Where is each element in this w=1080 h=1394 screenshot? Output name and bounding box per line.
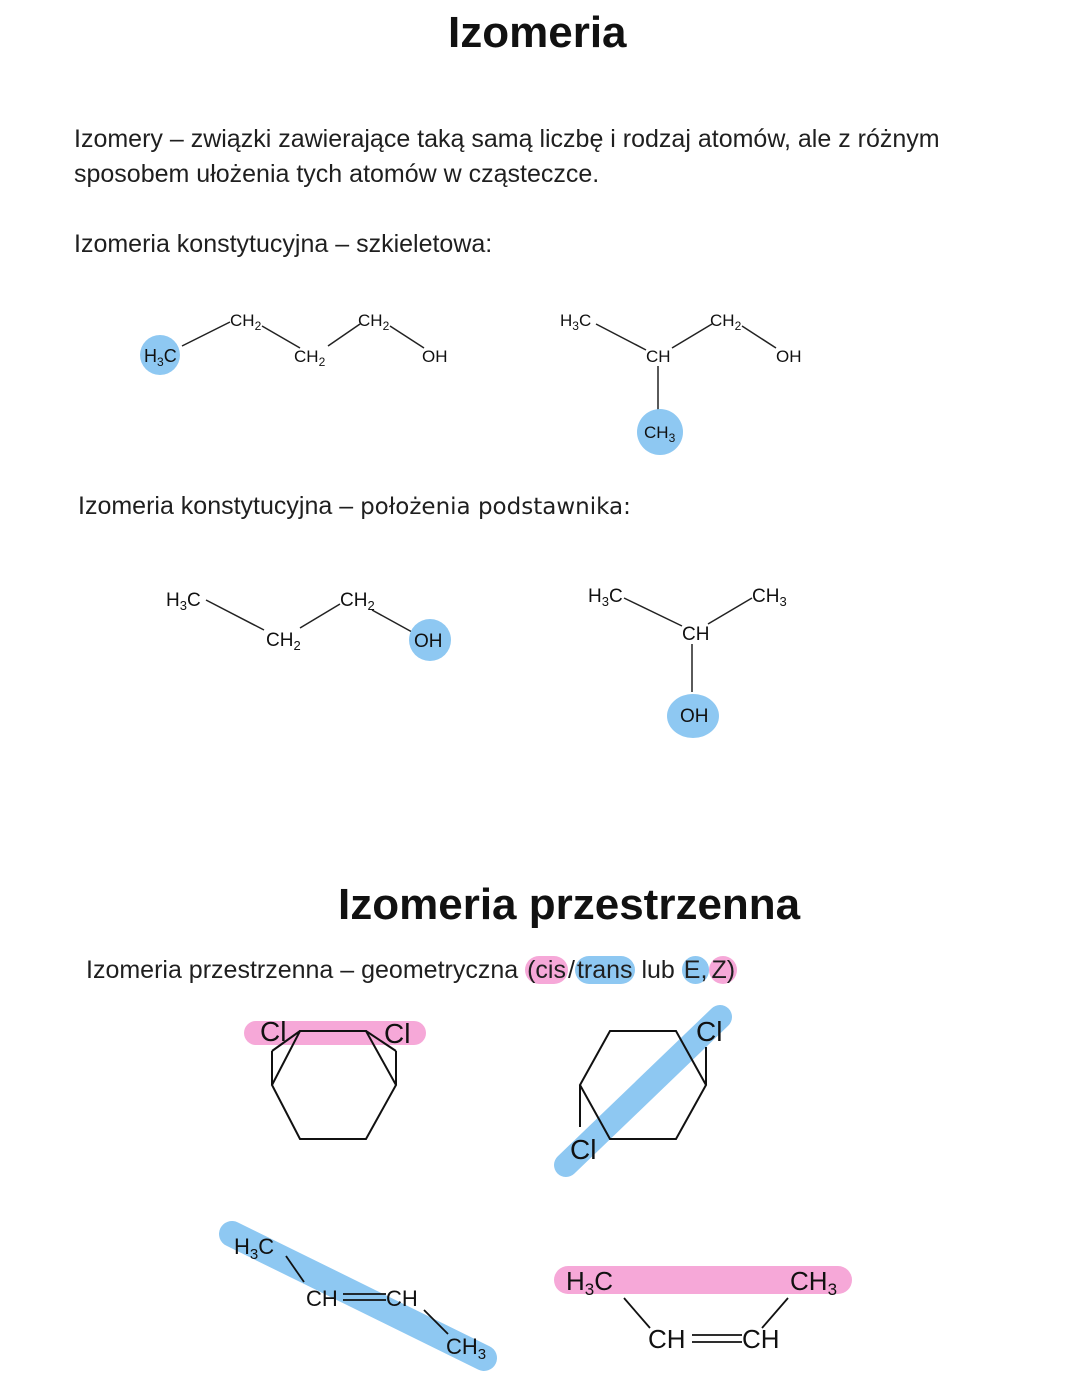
mol1-h3c: H3C — [144, 346, 177, 369]
pos-mol1-h3c: H3C — [166, 590, 201, 613]
lub-text: lub — [634, 956, 682, 984]
pos-mol1-oh: OH — [414, 631, 443, 652]
paren-open-highlight: (cis — [525, 956, 568, 984]
trans-ch3: CH3 — [446, 1334, 486, 1363]
position-heading-part1: Izomeria konstytucyjna – — [78, 492, 361, 520]
position-isomers-diagram: H3C CH2 CH2 OH H3C CH CH3 OH — [166, 586, 787, 738]
e-highlight: E, — [681, 956, 710, 984]
trans-highlight-bar — [554, 1005, 732, 1177]
pos-mol1-ch2-a: CH2 — [266, 630, 301, 653]
mol2-ch2: CH2 — [710, 311, 742, 333]
pos-mol2-ch: CH — [682, 624, 709, 645]
trans-cl-1: Cl — [696, 1016, 722, 1047]
paren-open: ( — [527, 956, 536, 984]
pos-mol2-ch3: CH3 — [752, 586, 787, 609]
spatial-heading-text: Izomeria przestrzenna – geometryczna — [86, 956, 526, 984]
mol1-ch2-a: CH2 — [230, 311, 262, 333]
trans-text: trans — [576, 956, 633, 984]
z-highlight: Z) — [709, 956, 738, 984]
trans-highlight: trans — [574, 956, 635, 984]
highlight-oh-1 — [409, 619, 451, 661]
paren-close: ) — [726, 956, 736, 984]
pos-mol1-ch2-b: CH2 — [340, 590, 375, 613]
trans-ch-a: CH — [306, 1286, 338, 1311]
mol1-oh: OH — [422, 347, 448, 366]
highlight-h3c — [140, 335, 180, 375]
pos-mol2-oh: OH — [680, 706, 709, 727]
ring-isomers-diagram: Cl Cl Cl Cl — [244, 1005, 732, 1177]
highlight-oh-2 — [667, 694, 719, 738]
comma-text: , — [700, 956, 708, 984]
slash-text: / — [567, 956, 575, 984]
trans-ch-b: CH — [386, 1286, 418, 1311]
trans-cl-2: Cl — [570, 1134, 596, 1165]
pos-mol2-h3c: H3C — [588, 586, 623, 609]
page-title: Izomeria — [448, 8, 627, 57]
mol1-ch2-c: CH2 — [358, 311, 390, 333]
spatial-title: Izomeria przestrzenna — [338, 880, 801, 929]
mol2-ch: CH — [646, 347, 671, 366]
cis-cl-2: Cl — [384, 1018, 410, 1049]
cis-alkene-highlight — [554, 1266, 852, 1294]
mol2-oh: OH — [776, 347, 802, 366]
trans-alkene-highlight — [219, 1221, 497, 1371]
position-isomerism-heading: Izomeria konstytucyjna – położenia podst… — [78, 492, 631, 521]
definition-text: Izomery – związki zawierające taką samą … — [74, 125, 940, 188]
spatial-isomerism-heading: Izomeria przestrzenna – geometryczna (ci… — [86, 956, 738, 985]
mol1-ch2-b: CH2 — [294, 347, 326, 369]
position-heading-part2: położenia podstawnika: — [360, 494, 631, 520]
cis-cl-1: Cl — [260, 1016, 286, 1047]
skeletal-isomers-diagram: H3C CH2 CH2 CH2 OH H3C CH CH2 OH CH3 — [140, 311, 802, 455]
cis-ring — [270, 1030, 398, 1140]
cis-ch-a: CH — [648, 1324, 686, 1354]
highlight-ch3 — [637, 409, 683, 455]
mol2-ch3: CH3 — [644, 423, 676, 445]
z-text: Z — [711, 956, 727, 984]
mol2-h3c: H3C — [560, 311, 591, 333]
alkene-isomers-diagram: H3C CH CH CH3 H3C CH3 CH CH — [219, 1221, 852, 1371]
cis-text: cis — [535, 956, 566, 984]
skeletal-isomerism-heading: Izomeria konstytucyjna – szkieletowa: — [74, 230, 493, 258]
cis-ch-b: CH — [742, 1324, 780, 1354]
e-text: E — [683, 956, 701, 984]
